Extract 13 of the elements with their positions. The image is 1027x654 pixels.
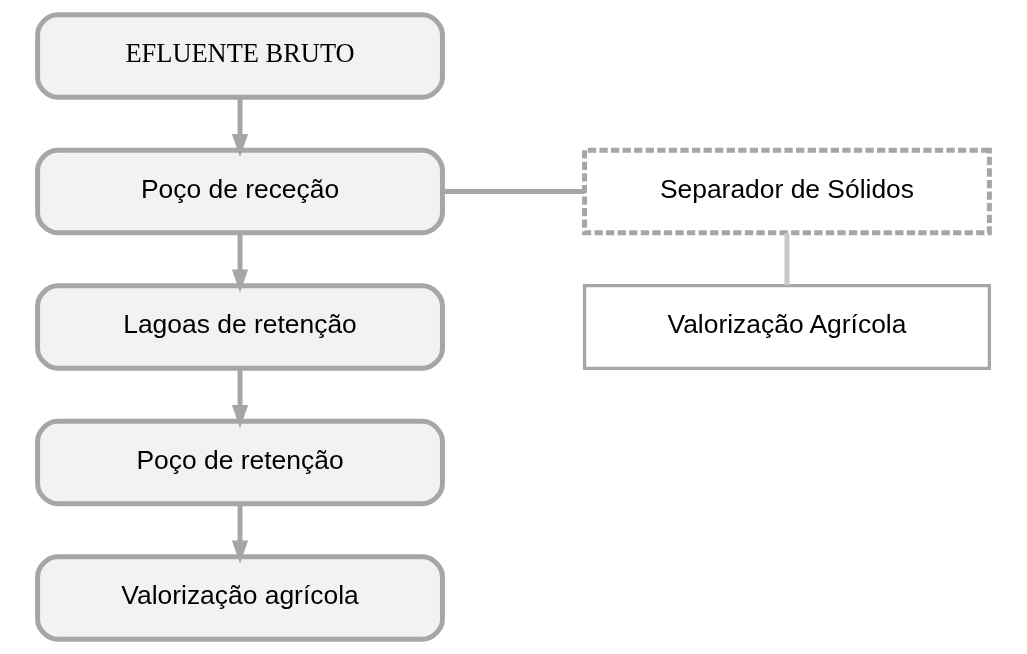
node-box: Poço de receção	[35, 147, 445, 236]
node-box: Valorização agrícola	[35, 554, 445, 642]
node-box: EFLUENTE BRUTO	[35, 12, 445, 100]
node-box: Poço de retenção	[35, 418, 445, 507]
connector	[442, 189, 585, 194]
arrow	[231, 368, 249, 429]
connector	[784, 232, 790, 286]
arrow	[231, 503, 249, 564]
node-box: Valorização Agrícola	[582, 284, 992, 370]
node-box: Lagoas de retenção	[35, 283, 445, 371]
arrow	[231, 232, 249, 293]
node-box: Separador de Sólidos	[582, 147, 992, 236]
arrow	[231, 97, 249, 158]
